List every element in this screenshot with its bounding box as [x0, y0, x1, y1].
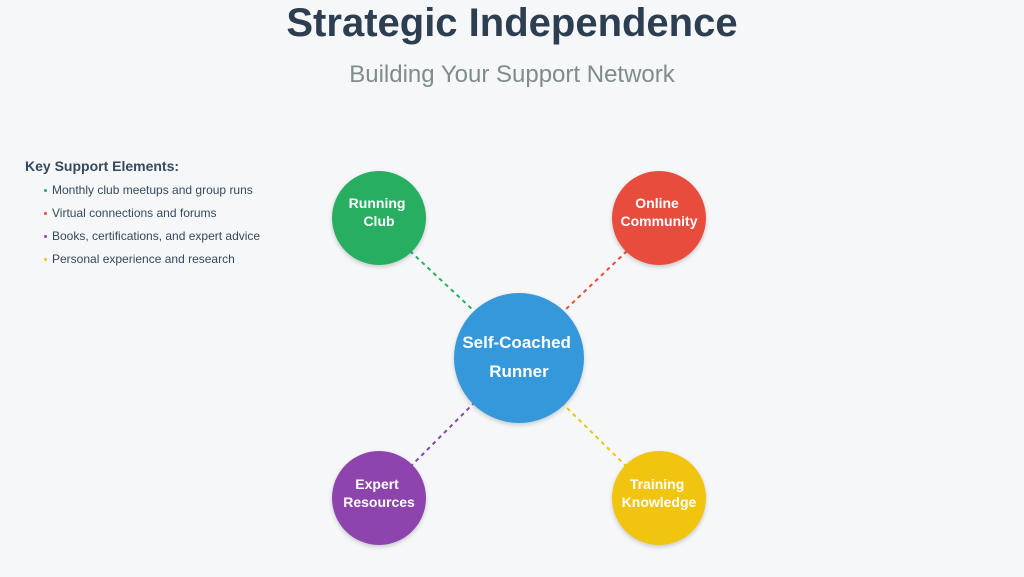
support-elements-legend: Key Support Elements: Monthly club meetu…	[25, 157, 325, 275]
bullet-icon	[44, 212, 47, 215]
connector-expert-resources	[409, 403, 474, 468]
node-self-coached-runner: Self-Coached Runner	[454, 293, 584, 423]
svg-text:Online Community: Online Community	[621, 195, 698, 229]
legend-item-text: Virtual connections and forums	[52, 206, 217, 220]
node-label-line1: Running	[349, 195, 406, 211]
node-training-knowledge: Training Knowledge	[612, 451, 706, 545]
svg-text:Running Club: Running Club	[349, 195, 410, 229]
page-subtitle: Building Your Support Network	[349, 61, 675, 88]
svg-text:Training Knowledge: Training Knowledge	[622, 476, 697, 510]
node-label-line1: Expert	[355, 476, 399, 492]
svg-text:Expert Resources: Expert Resources	[343, 476, 415, 510]
legend-item-text: Books, certifications, and expert advice	[52, 229, 261, 243]
legend-item-text: Monthly club meetups and group runs	[52, 183, 253, 197]
node-label-line2: Knowledge	[622, 494, 697, 510]
connector-online-community	[562, 250, 628, 313]
node-label-line1: Online	[635, 195, 679, 211]
bullet-icon	[44, 189, 47, 192]
page-title: Strategic Independence	[286, 1, 738, 45]
node-label-line2: Community	[621, 213, 698, 229]
legend-item-text: Personal experience and research	[52, 252, 235, 266]
node-running-club: Running Club	[332, 171, 426, 265]
node-online-community: Online Community	[612, 171, 706, 265]
legend-item-running-club: Monthly club meetups and group runs	[44, 183, 325, 198]
connector-running-club	[409, 250, 474, 311]
legend-item-training-knowledge: Personal experience and research	[44, 252, 325, 267]
node-label-line2: Resources	[343, 494, 415, 510]
legend-heading: Key Support Elements:	[25, 158, 180, 174]
bullet-icon	[44, 258, 47, 261]
connector-training-knowledge	[562, 403, 628, 468]
legend-item-expert-resources: Books, certifications, and expert advice	[44, 229, 325, 244]
svg-text:Self-Coached Runner: Self-Coached Runner	[462, 333, 575, 381]
node-label-line1: Training	[630, 476, 684, 492]
bullet-icon	[44, 235, 47, 238]
legend-list: Monthly club meetups and group runs Virt…	[25, 183, 325, 267]
center-label-line1: Self-Coached	[462, 333, 571, 352]
center-label-line2: Runner	[489, 362, 549, 381]
node-expert-resources: Expert Resources	[332, 451, 426, 545]
node-label-line2: Club	[363, 213, 394, 229]
legend-item-online-community: Virtual connections and forums	[44, 206, 325, 221]
